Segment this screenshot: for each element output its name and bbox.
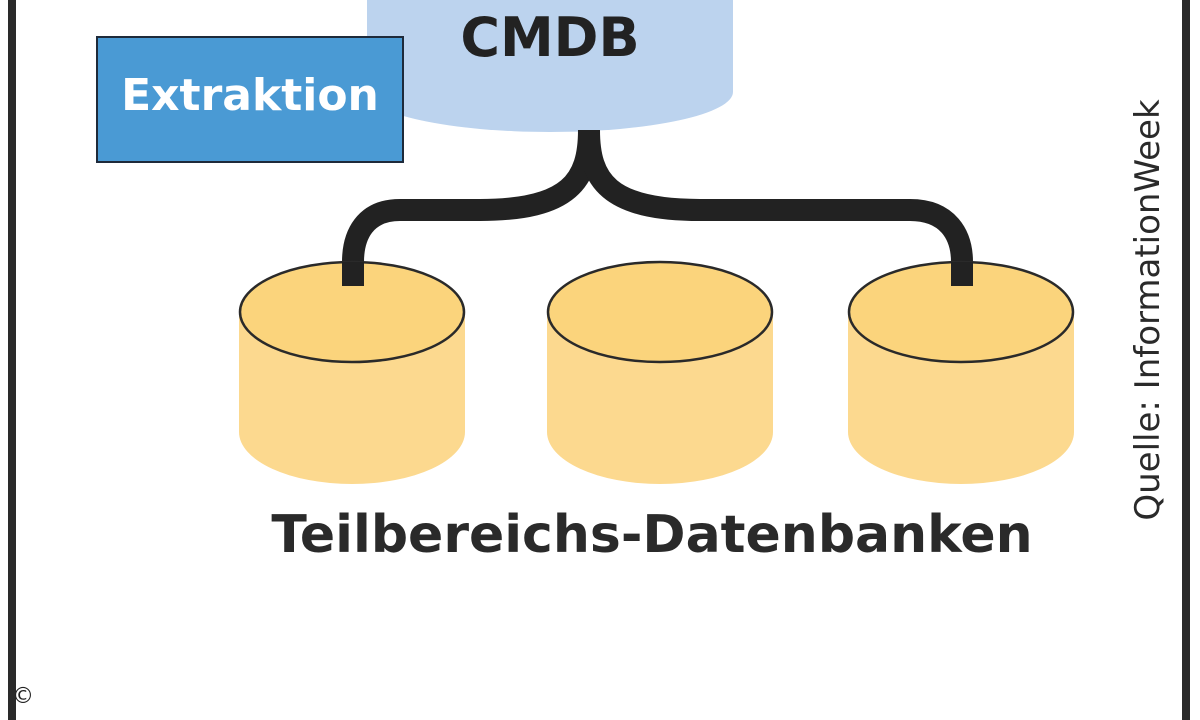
- database-2-top: [546, 260, 774, 364]
- databases-label: Teilbereichs-Datenbanken: [271, 505, 1033, 565]
- database-cylinder-1: [238, 260, 466, 484]
- frame-right-border: [1182, 0, 1190, 720]
- extraktion-label: Extraktion: [121, 70, 379, 121]
- cmdb-cylinder: [367, 0, 733, 132]
- connector-end-right: [951, 262, 973, 286]
- frame-left-border: [8, 0, 16, 720]
- connector-bracket: [342, 129, 973, 286]
- connector-ends: [342, 262, 973, 286]
- connector-end-left: [342, 262, 364, 286]
- extraktion-box: Extraktion: [96, 36, 404, 163]
- connector-right-branch: [578, 129, 973, 286]
- database-cylinder-3: [847, 260, 1075, 484]
- copyright-symbol: ©: [12, 684, 34, 709]
- source-credit-text: Quelle: InformationWeek: [1128, 99, 1168, 521]
- cmdb-body: [367, 0, 733, 132]
- connector-left-branch: [342, 129, 600, 286]
- cmdb-label: CMDB: [460, 6, 640, 69]
- database-cylinder-2: [546, 260, 774, 484]
